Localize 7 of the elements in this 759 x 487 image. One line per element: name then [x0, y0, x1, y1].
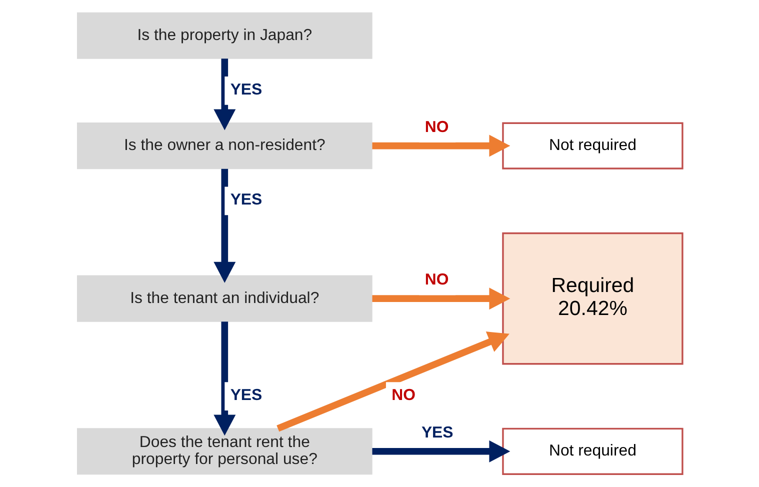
- edge-label: YES: [420, 424, 453, 442]
- edge-label: NO: [391, 386, 415, 404]
- edge-label: YES: [230, 386, 262, 404]
- edge-label: YES: [230, 81, 262, 98]
- edge-label: NO: [424, 272, 448, 289]
- edge-label: NO: [424, 118, 448, 136]
- edge-label: YES: [230, 192, 262, 209]
